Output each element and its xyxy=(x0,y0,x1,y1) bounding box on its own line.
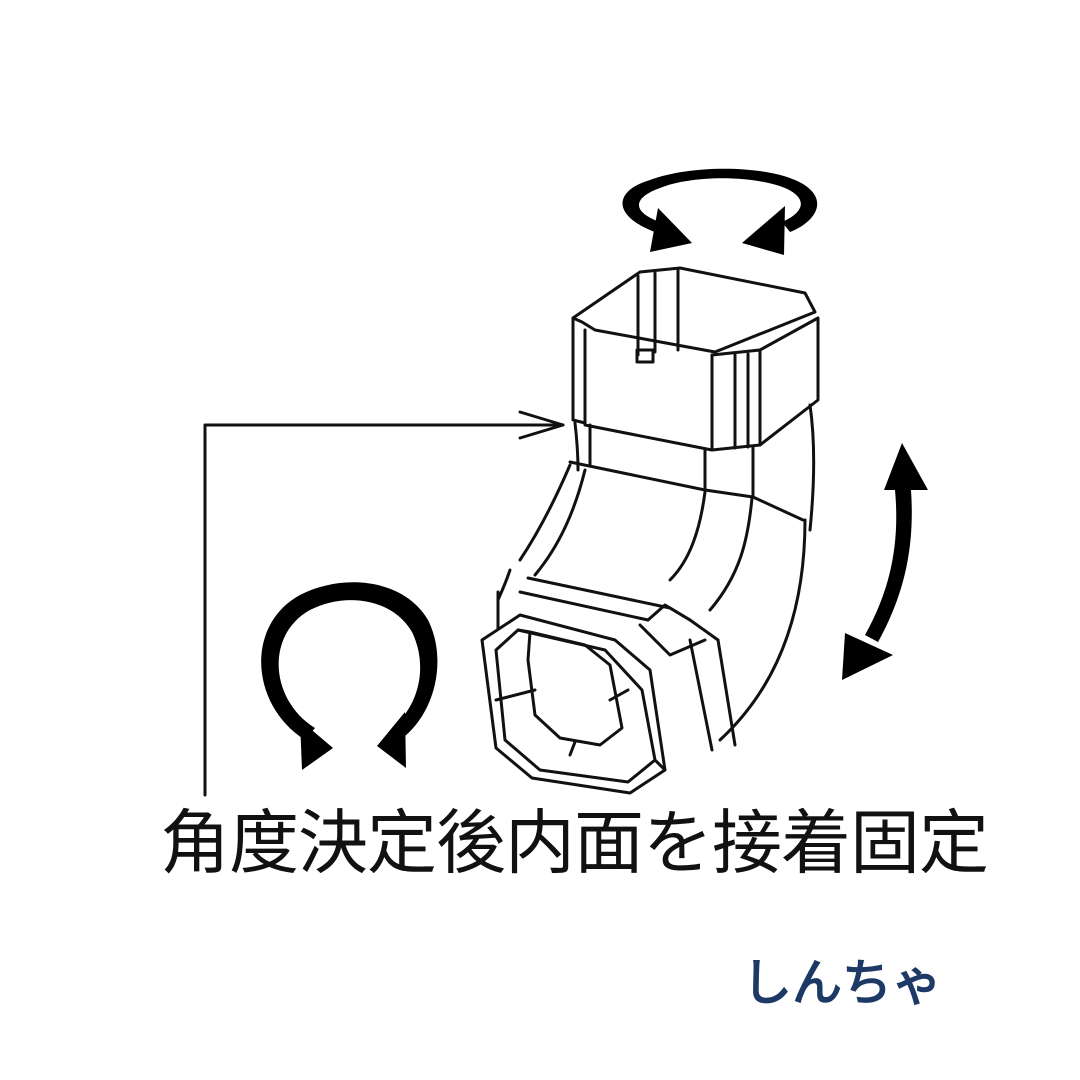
rotate-horizontal-arrows-icon xyxy=(622,168,818,255)
author-signature: しんちゃ xyxy=(742,954,942,1012)
caption-text: 角度決定後内面を接着固定 xyxy=(160,802,989,884)
elbow-fitting-outline xyxy=(480,266,820,795)
rotate-arrows-icon xyxy=(261,582,438,770)
leader-line-arrow-icon xyxy=(203,410,565,797)
double-headed-curved-arrow-icon xyxy=(842,443,928,680)
